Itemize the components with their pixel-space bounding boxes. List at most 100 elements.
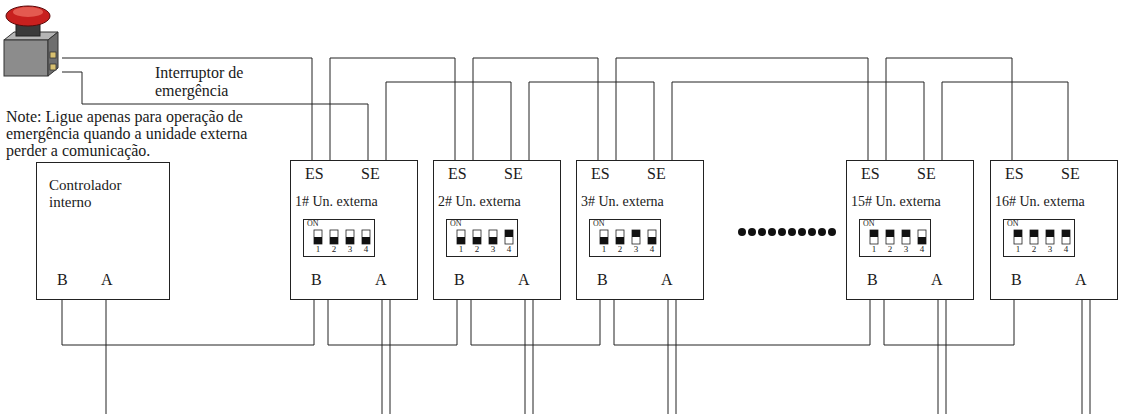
switch-on-label: ON <box>307 220 319 229</box>
switch-number: 2 <box>471 245 483 255</box>
terminal-label: ES <box>448 165 467 183</box>
unit-title: 3# Un. externa <box>581 194 664 209</box>
dip-lever-slot <box>918 230 926 244</box>
controller-title-slot: Controlador interno <box>49 177 159 210</box>
dip-switch: ON1234 <box>589 219 661 257</box>
dip-lever <box>600 237 608 244</box>
terminal-label: A <box>518 271 530 289</box>
switch-number-slot: 1 <box>868 245 880 255</box>
switch-number-slot: 3 <box>344 245 356 255</box>
dip-lever <box>505 230 513 237</box>
wire <box>62 300 314 345</box>
terminal-label-slot: A <box>1075 271 1087 289</box>
dip-lever <box>1046 230 1054 237</box>
switch-number-slot: 2 <box>1028 245 1040 255</box>
switch-number: 4 <box>916 245 928 255</box>
wire <box>614 300 870 345</box>
dip-lever-slot <box>489 230 497 244</box>
switch-on-label-slot: ON <box>863 220 875 229</box>
switch-label: Interruptor de emergência <box>155 64 275 99</box>
dip-lever-slot <box>1030 230 1038 244</box>
switch-on-label: ON <box>450 220 462 229</box>
switch-number-slot: 1 <box>1012 245 1024 255</box>
dot <box>798 228 806 236</box>
dip-lever-slot <box>362 230 370 244</box>
terminal-label-slot: SE <box>361 165 380 183</box>
switch-number-slot: 3 <box>1044 245 1056 255</box>
unit-title: 16# Un. externa <box>995 194 1085 209</box>
switch-on-label: ON <box>1007 220 1019 229</box>
switch-number: 3 <box>487 245 499 255</box>
switch-number: 4 <box>1060 245 1072 255</box>
switch-number-slot: 4 <box>1060 245 1072 255</box>
dot <box>778 228 786 236</box>
dip-lever-slot <box>902 230 910 244</box>
dip-switch: ON1234 <box>446 219 518 257</box>
dip-lever-slot <box>648 230 656 244</box>
dot <box>828 228 836 236</box>
note-slot: Note: Ligue apenas para operação de emer… <box>6 108 291 159</box>
terminal-label-slot: SE <box>917 165 936 183</box>
dip-lever-slot <box>870 230 878 244</box>
bus-line <box>676 300 677 414</box>
wire <box>386 82 511 160</box>
switch-on-label-slot: ON <box>307 220 319 229</box>
terminal-label-slot: B <box>867 271 878 289</box>
emergency-switch: Interruptor de emergência <box>0 0 62 80</box>
terminal-label-slot: SE <box>1061 165 1080 183</box>
terminal-label: B <box>1011 271 1022 289</box>
terminal-label: SE <box>647 165 666 183</box>
switch-number-slot: 1 <box>312 245 324 255</box>
dip-lever <box>346 237 354 244</box>
dot <box>748 228 756 236</box>
switch-label-slot: Interruptor de emergência <box>155 64 275 99</box>
switch-base <box>4 40 48 76</box>
dip-lever <box>1030 230 1038 237</box>
wire <box>471 300 600 345</box>
wire <box>330 58 455 160</box>
bus-a-lines <box>106 300 1090 414</box>
unit-title-slot: 1# Un. externa <box>295 194 378 209</box>
outdoor-unit-box: ESSE15# Un. externaBAON1234 <box>846 160 974 300</box>
dip-lever <box>632 230 640 237</box>
bus-line <box>533 300 534 414</box>
dip-lever <box>616 237 624 244</box>
switch-number-slot: 2 <box>471 245 483 255</box>
dip-lever <box>648 237 656 244</box>
switch-number-slot: 3 <box>900 245 912 255</box>
terminal-label-slot: ES <box>448 165 467 183</box>
dip-switch: ON1234 <box>303 219 375 257</box>
bus-line <box>938 300 939 414</box>
outdoor-unit-box: ESSE2# Un. externaBAON1234 <box>433 160 561 300</box>
switch-number: 3 <box>344 245 356 255</box>
unit-title-slot: 16# Un. externa <box>995 194 1085 209</box>
switch-number-slot: 2 <box>328 245 340 255</box>
dip-lever-slot <box>886 230 894 244</box>
bus-line <box>106 300 107 414</box>
dip-lever <box>314 237 322 244</box>
terminal-label: B <box>311 271 322 289</box>
dip-lever-slot <box>346 230 354 244</box>
switch-terminal <box>50 52 56 58</box>
terminal-label-slot: ES <box>591 165 610 183</box>
dip-lever <box>886 230 894 237</box>
switch-number: 1 <box>1012 245 1024 255</box>
dip-lever-slot <box>1062 230 1070 244</box>
terminal-label: B <box>57 271 68 289</box>
terminal-label-slot: B <box>311 271 322 289</box>
switch-number: 4 <box>646 245 658 255</box>
dot <box>738 228 746 236</box>
terminal-label: B <box>597 271 608 289</box>
continuation-dots <box>738 228 836 236</box>
wire <box>529 82 654 160</box>
dip-lever <box>457 237 465 244</box>
outdoor-unit-box: ESSE1# Un. externaBAON1234 <box>290 160 418 300</box>
dot <box>768 228 776 236</box>
dip-lever <box>489 237 497 244</box>
switch-number-slot: 3 <box>487 245 499 255</box>
terminal-label: A <box>931 271 943 289</box>
terminal-label-slot: SE <box>504 165 523 183</box>
wire <box>886 58 1012 160</box>
unit-title: 1# Un. externa <box>295 194 378 209</box>
wire <box>942 82 1068 160</box>
